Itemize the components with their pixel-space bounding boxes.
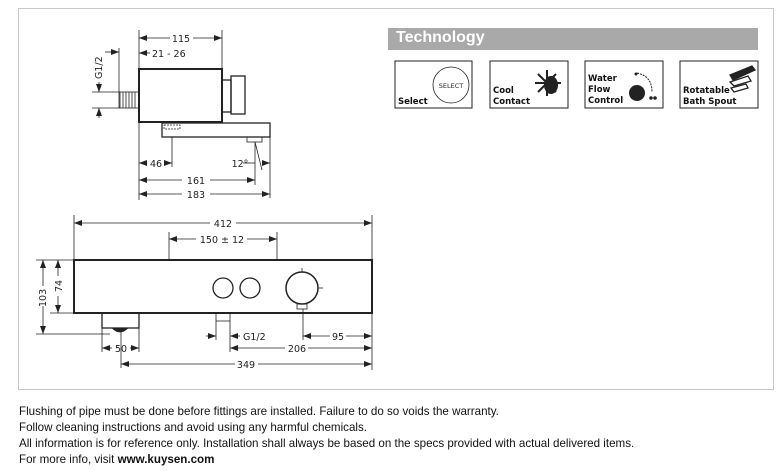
front-view-labels: 412 150 ± 12 103 74 G1/2 95 206 50 349	[38, 219, 344, 371]
dim-115: 115	[172, 34, 190, 45]
technology-header: Technology	[388, 28, 758, 50]
feature-label: Control	[588, 96, 623, 106]
notes: Flushing of pipe must be done before fit…	[19, 404, 634, 468]
note-more-info: For more info, visit www.kuysen.com	[19, 452, 634, 468]
note-flushing: Flushing of pipe must be done before fit…	[19, 405, 499, 418]
side-view	[92, 30, 271, 200]
dim-thread-front: G1/2	[243, 332, 266, 343]
feature-label: Select	[398, 97, 428, 107]
website-link[interactable]: www.kuysen.com	[117, 453, 215, 466]
dim-349: 349	[237, 360, 255, 371]
dim-206: 206	[288, 344, 306, 355]
dim-angle: 12°	[232, 159, 249, 170]
select-circle-icon	[432, 66, 470, 104]
dim-74: 74	[54, 280, 65, 292]
side-view-labels: 115 21 - 26 G1/2 46 12° 161 183	[94, 34, 248, 201]
dim-46: 46	[150, 159, 162, 170]
dim-thread-side: G1/2	[94, 56, 105, 79]
select-icon-text: SELECT	[439, 82, 463, 90]
dim-161: 161	[187, 176, 205, 187]
feature-label: Contact	[493, 97, 530, 107]
drawing-frame	[18, 8, 774, 390]
feature-label: Flow	[588, 85, 611, 95]
note-reference: All information is for reference only. I…	[19, 437, 635, 450]
feature-select: SELECT Select	[394, 60, 473, 109]
more-info-text: For more info, visit	[19, 453, 118, 466]
feature-label: Cool	[493, 86, 514, 96]
feature-cool-contact: Cool Contact	[489, 60, 569, 109]
technology-tiles: SELECT Select Cool Contact Water Flow C	[394, 60, 759, 109]
feature-label: Rotatable	[683, 86, 730, 96]
dim-103: 103	[38, 289, 49, 307]
water-drop-flow-icon	[629, 72, 657, 101]
feature-label: Bath Spout	[683, 97, 736, 107]
front-view	[36, 215, 373, 370]
feature-water-flow: Water Flow Control	[584, 60, 664, 109]
dim-95: 95	[332, 332, 344, 343]
dim-183: 183	[187, 190, 205, 201]
dim-50: 50	[115, 344, 127, 355]
technology-title: Technology	[396, 29, 485, 46]
dim-412: 412	[214, 219, 232, 230]
dim-21-26: 21 - 26	[152, 49, 186, 60]
feature-rotatable-spout: Rotatable Bath Spout	[679, 60, 759, 109]
rotatable-spout-icon	[728, 65, 757, 93]
dim-150: 150 ± 12	[200, 235, 244, 246]
feature-label: Water	[588, 74, 618, 84]
note-cleaning: Follow cleaning instructions and avoid u…	[19, 421, 367, 434]
snowflake-hand-icon	[535, 70, 561, 96]
